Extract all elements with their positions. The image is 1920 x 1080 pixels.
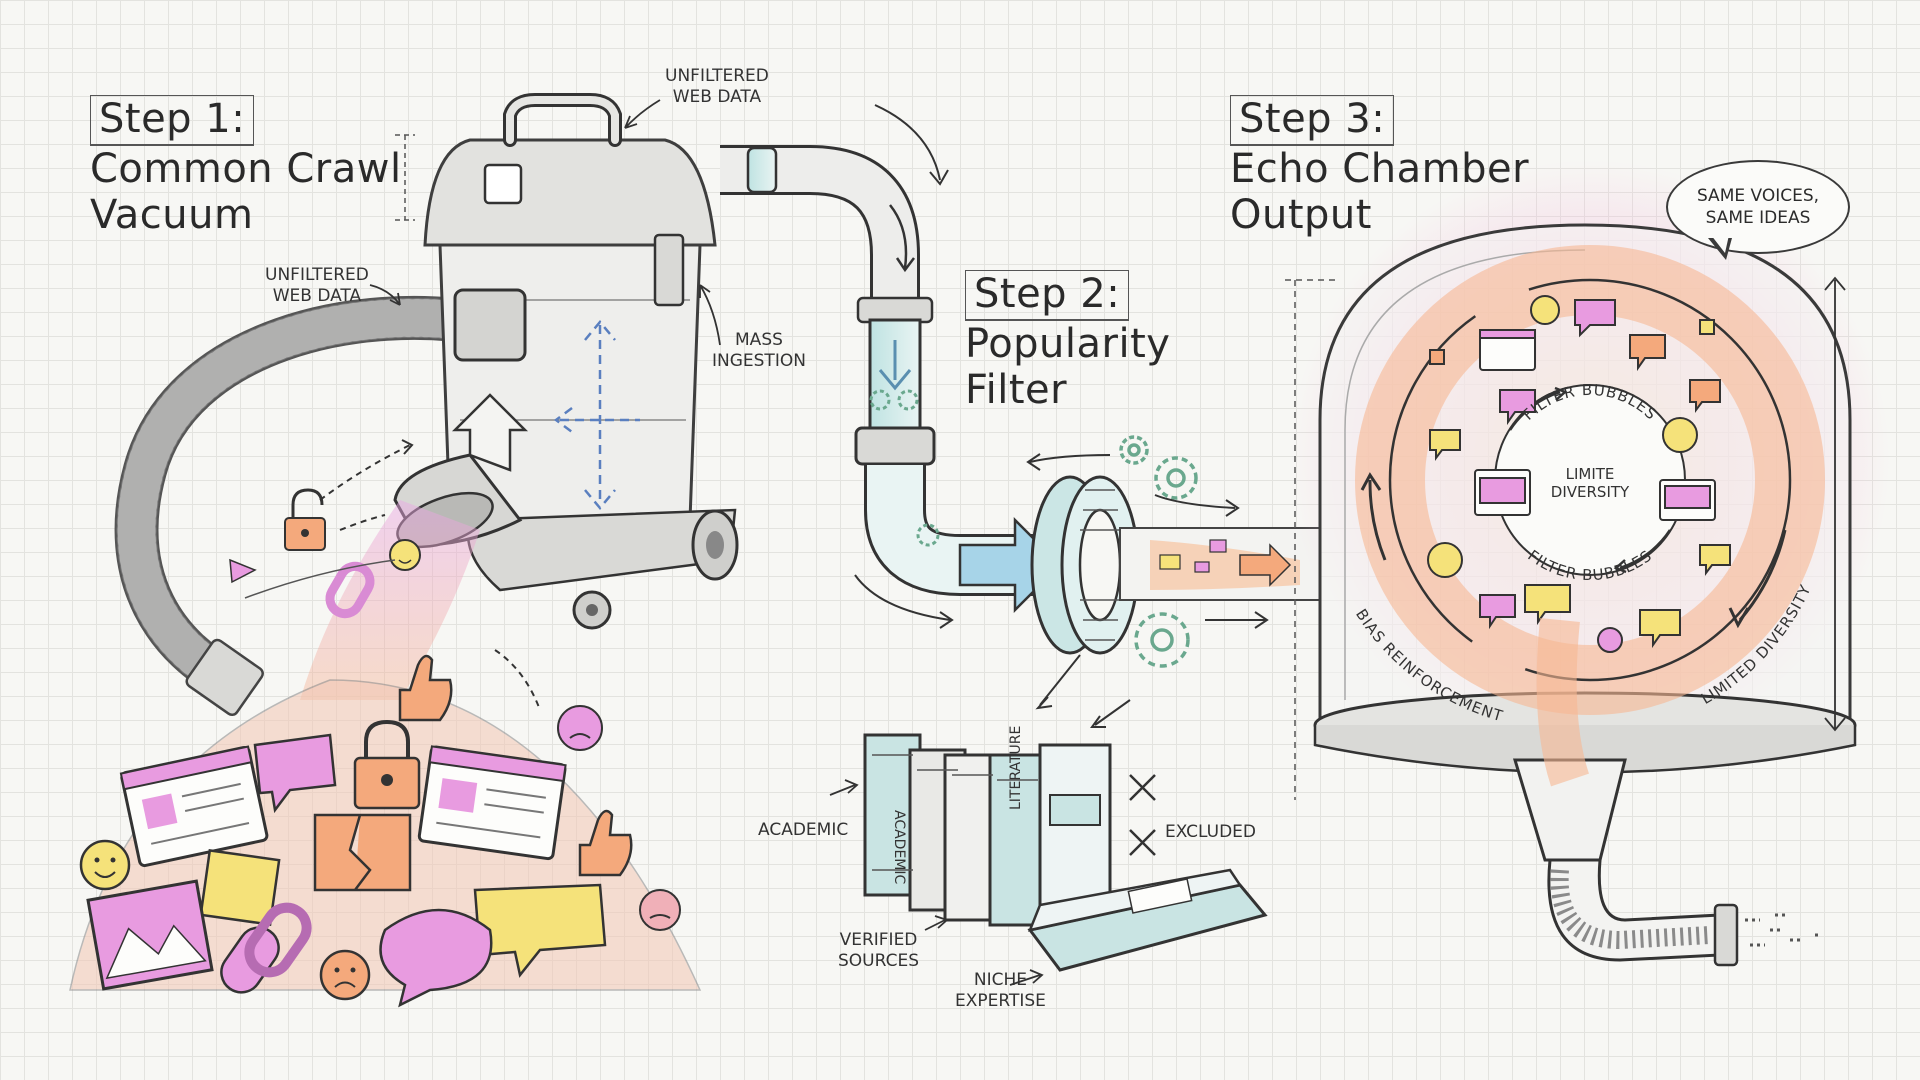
annotation-unfiltered-left: UNFILTERED WEB DATA xyxy=(265,265,369,307)
vacuum-lid xyxy=(423,138,717,247)
annotation-text: UNFILTERED xyxy=(265,265,369,285)
play-icon xyxy=(229,558,257,584)
book-spine-literature: LITERATURE xyxy=(1008,726,1024,810)
step3-title: Step 3: Echo Chamber Output xyxy=(1230,95,1529,238)
browser-window-icon xyxy=(417,745,567,861)
popularity-filter xyxy=(1030,475,1140,655)
image-icon xyxy=(86,879,214,991)
gear-icon xyxy=(1119,435,1198,668)
annotation-text: INGESTION xyxy=(712,351,806,371)
transfer-pipe xyxy=(720,104,1062,629)
step1-title: Step 1: Common Crawl Vacuum xyxy=(90,95,402,238)
excluded-books: ACADEMIC LITERATURE xyxy=(829,654,1268,986)
step2-line2: Filter xyxy=(965,367,1068,413)
speech-bubble: SAME VOICES, SAME IDEAS xyxy=(1666,160,1850,254)
annotation-text: WEB DATA xyxy=(272,286,362,306)
debris-stream xyxy=(300,500,480,700)
confused-face-icon xyxy=(557,705,603,751)
annotation-text: EXPERTISE xyxy=(955,991,1046,1011)
center-text: LIMITE xyxy=(1565,465,1615,483)
smiley-face-icon xyxy=(389,539,421,571)
step2-line1: Popularity xyxy=(965,321,1171,367)
step3-label: Step 3: xyxy=(1230,95,1395,146)
sticky-note-icon xyxy=(199,849,281,926)
confused-face-icon xyxy=(639,889,681,931)
output-stream xyxy=(1119,527,1321,601)
speech-text: SAME VOICES, xyxy=(1696,186,1820,206)
annotation-academic: ACADEMIC xyxy=(758,820,848,841)
chat-bubble-icon xyxy=(379,908,493,1008)
annotation-text: VERIFIED xyxy=(839,930,918,950)
annotation-text: UNFILTERED xyxy=(665,66,769,86)
center-text: DIVERSITY xyxy=(1550,483,1630,501)
vacuum-cleaner xyxy=(114,93,739,717)
annotation-text: EXCLUDED xyxy=(1165,822,1257,842)
broken-heart-icon xyxy=(313,813,412,892)
book-spine-academic: ACADEMIC xyxy=(891,810,907,885)
chamber-center-label: LIMITE DIVERSITY xyxy=(1530,465,1650,501)
chat-bubble-icon xyxy=(253,733,337,814)
debris-pile xyxy=(69,439,702,1008)
browser-window-icon xyxy=(119,745,269,868)
step1-label: Step 1: xyxy=(90,95,255,146)
annotation-text: MASS xyxy=(735,330,783,350)
step3-line1: Echo Chamber xyxy=(1230,146,1530,192)
annotation-verified-sources: VERIFIED SOURCES xyxy=(838,930,919,972)
annotation-mass-ingestion: MASS INGESTION xyxy=(712,330,806,372)
smiley-face-icon xyxy=(79,839,131,891)
padlock-open-icon xyxy=(284,488,326,551)
annotation-niche-expertise: NICHE EXPERTISE xyxy=(955,970,1046,1012)
annotation-text: WEB DATA xyxy=(672,87,762,107)
speech-bubble-tail-inner xyxy=(1711,235,1729,253)
step2-label: Step 2: xyxy=(965,270,1130,321)
step1-line2: Vacuum xyxy=(90,192,254,238)
step2-title: Step 2: Popularity Filter xyxy=(965,270,1170,413)
thumbs-up-icon xyxy=(398,654,633,877)
sad-face-icon xyxy=(319,949,371,1001)
link-chain-icon xyxy=(220,561,375,994)
annotation-unfiltered-top: UNFILTERED WEB DATA xyxy=(665,66,769,108)
annotation-text: ACADEMIC xyxy=(758,820,849,840)
speech-text: SAME IDEAS xyxy=(1705,208,1811,228)
padlock-icon xyxy=(353,719,421,810)
echo-chamber: FILTER BUBBLES FILTER BUBBLES BIAS REINF… xyxy=(1285,160,1890,967)
annotation-text: SOURCES xyxy=(838,951,919,971)
annotation-excluded: EXCLUDED xyxy=(1165,822,1256,843)
step1-line1: Common Crawl xyxy=(90,146,402,192)
vacuum-handle xyxy=(503,93,622,147)
step3-line2: Output xyxy=(1230,192,1372,238)
social-media-icons xyxy=(1427,295,1731,653)
annotation-text: NICHE xyxy=(973,970,1027,990)
